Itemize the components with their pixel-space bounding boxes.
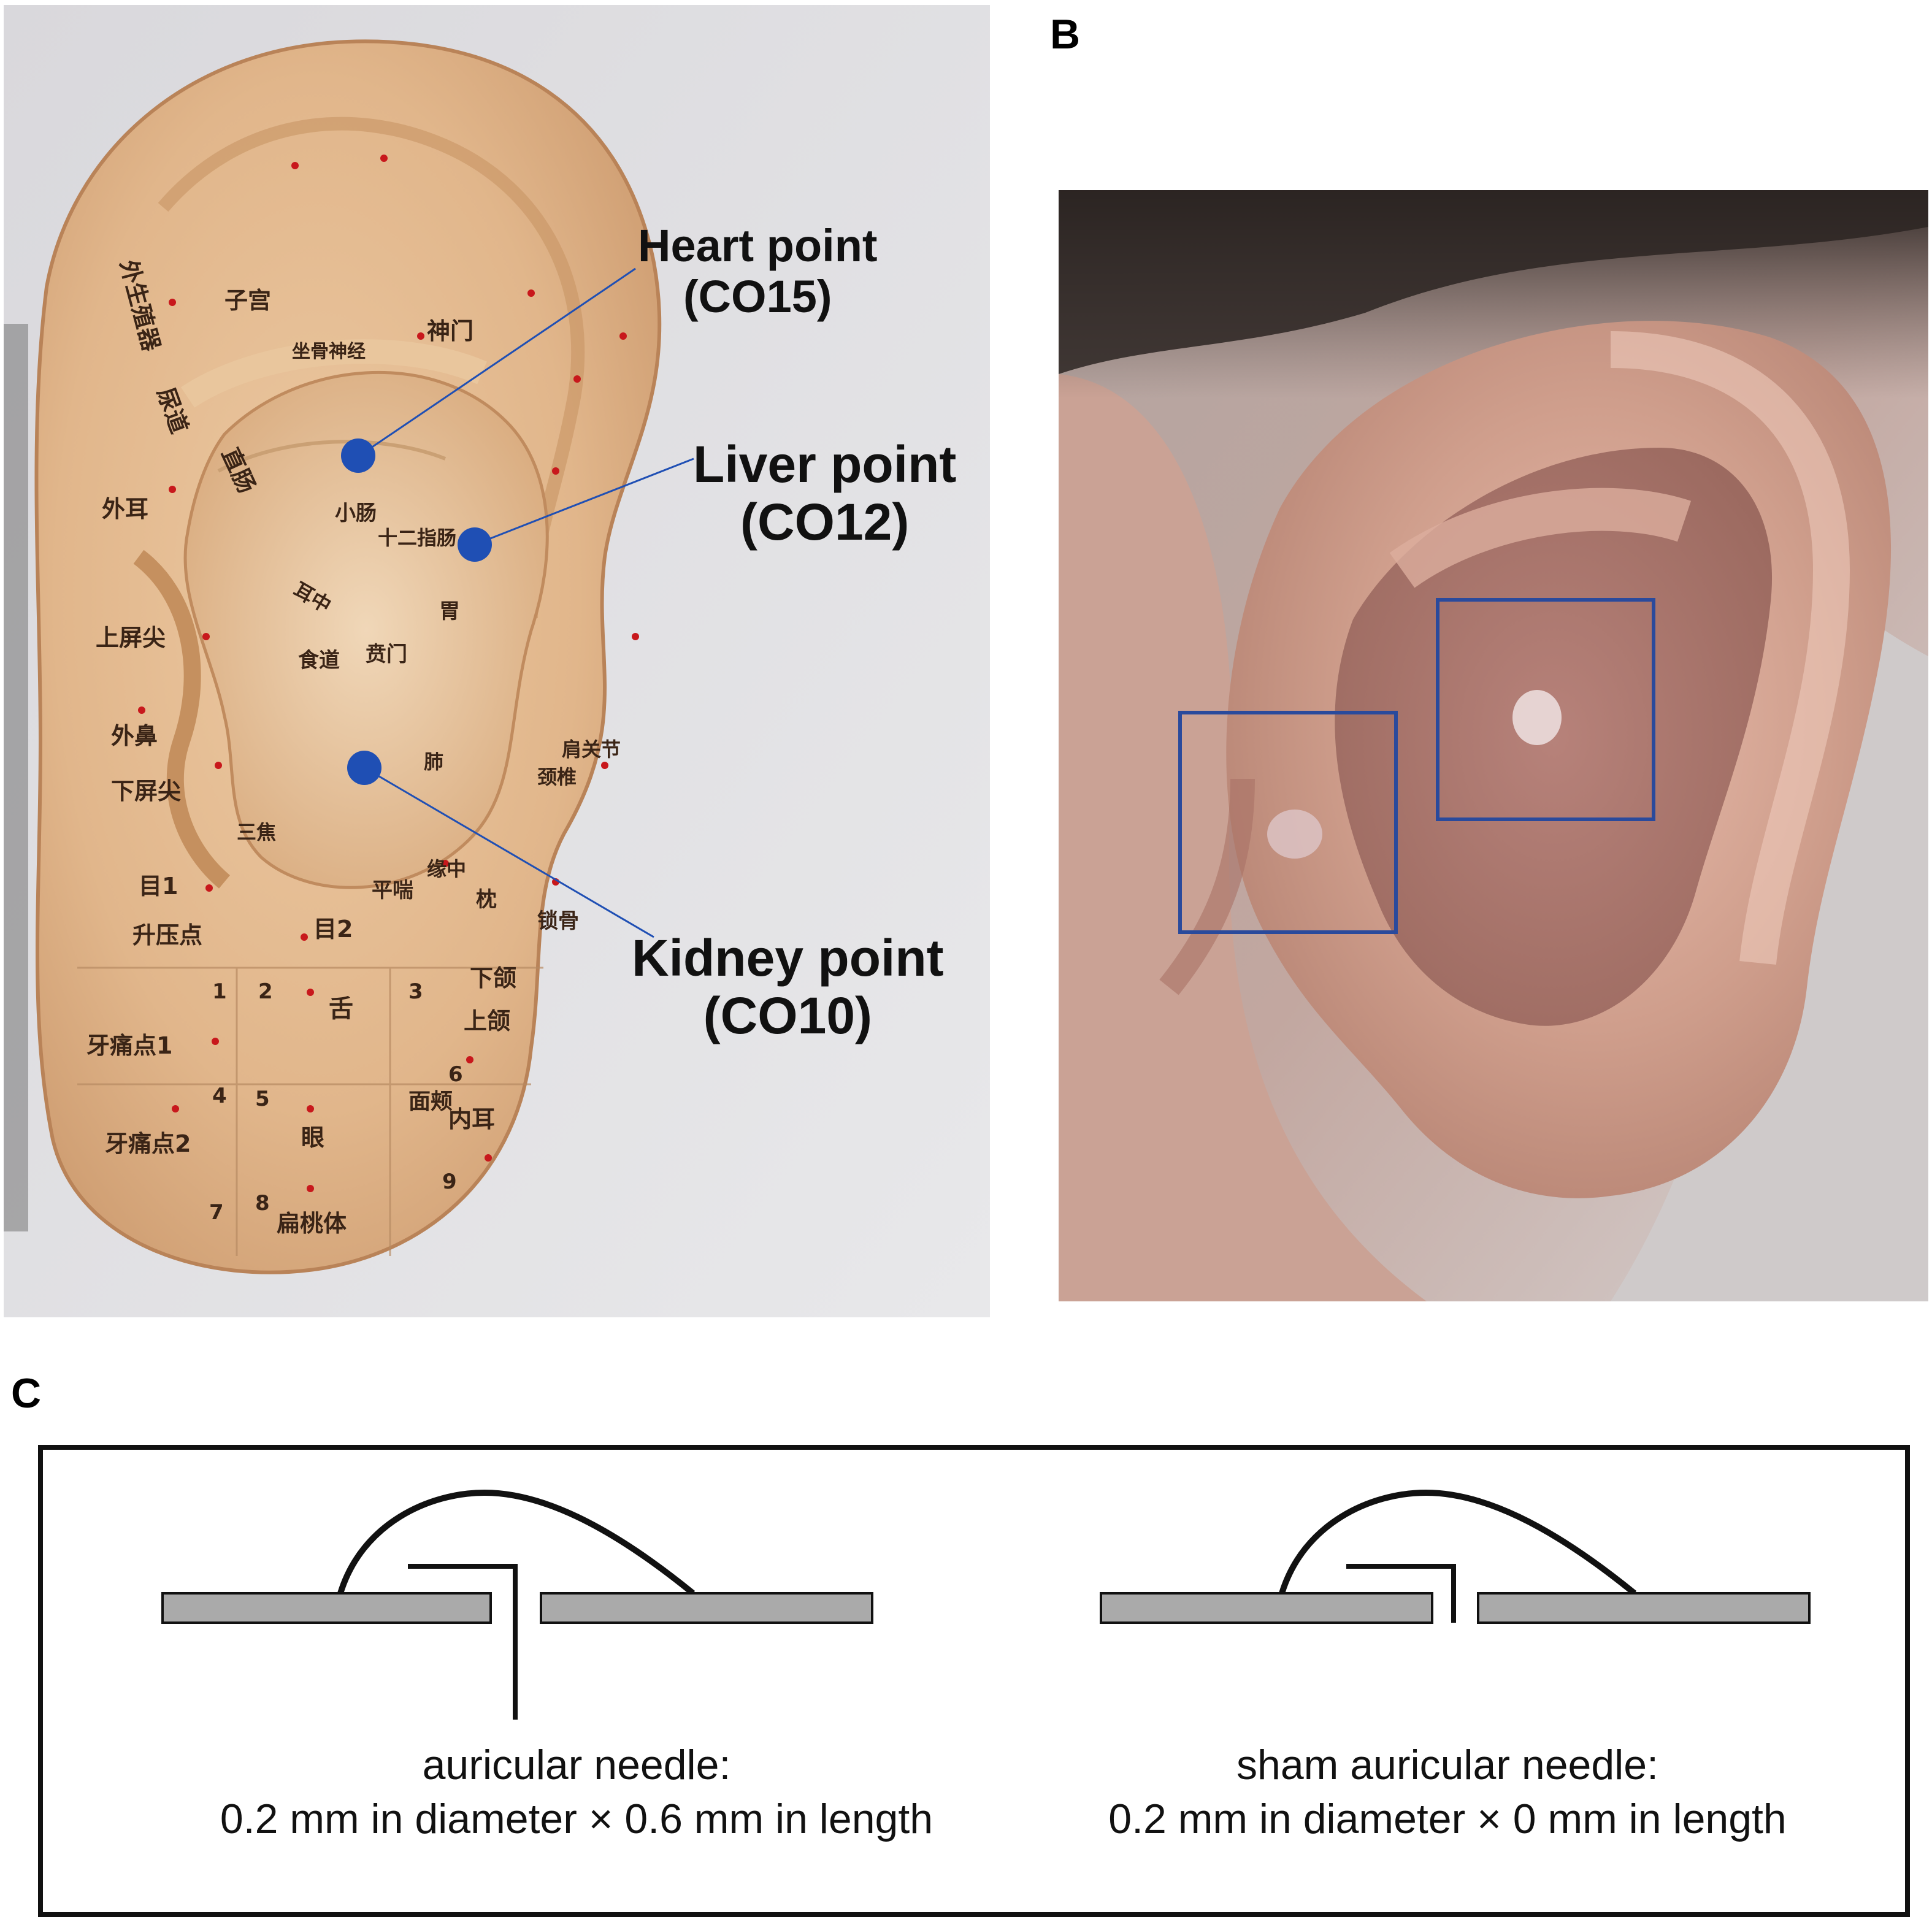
heart-leader-line <box>359 267 636 457</box>
needle-diagrams <box>161 1489 1811 1720</box>
ear-label: 3 <box>408 979 423 1004</box>
adhesive-pad-left <box>1100 1592 1433 1624</box>
auricular-needle-diagram <box>161 1489 873 1720</box>
ear-label: 锁骨 <box>537 909 579 933</box>
ear-label: 目1 <box>139 873 178 900</box>
heart-point-name: Heart point <box>638 220 878 271</box>
ear-label: 5 <box>255 1087 270 1111</box>
liver-point-marker <box>458 527 492 562</box>
ear-label: 8 <box>255 1191 270 1216</box>
kidney-point-name: Kidney point <box>632 929 944 987</box>
ear-label: 下屏尖 <box>111 778 181 805</box>
ear-label: 2 <box>258 979 273 1004</box>
panel-label-b: B <box>1050 11 1081 58</box>
ear-label: 肩关节 <box>562 738 621 761</box>
heart-point-callout: Heart point (CO15) <box>638 220 878 323</box>
liver-leader-line <box>474 458 694 546</box>
ear-label: 外耳 <box>102 496 148 523</box>
sham-needle-caption: sham auricular needle: 0.2 mm in diamete… <box>1024 1738 1871 1847</box>
ear-seed-patch <box>1267 810 1322 859</box>
ear-seed-patch <box>1512 690 1562 745</box>
ear-label: 4 <box>212 1084 227 1108</box>
heart-point-marker <box>341 438 375 473</box>
ear-label: 贲门 <box>366 642 407 667</box>
ear-label: 目2 <box>313 916 353 943</box>
dome-cover <box>337 1489 696 1596</box>
auricular-needle-title: auricular needle: <box>422 1742 731 1788</box>
ear-label: 子宫 <box>224 287 271 314</box>
ear-label: 食道 <box>298 648 340 673</box>
ear-label: 舌 <box>329 995 353 1023</box>
ear-label: 7 <box>209 1200 224 1225</box>
adhesive-pad-left <box>161 1592 492 1624</box>
ear-concha <box>183 370 549 889</box>
ear-label: 神门 <box>427 318 473 345</box>
sham-needle-spec: 0.2 mm in diameter × 0 mm in length <box>1108 1796 1787 1843</box>
ear-label: 平喘 <box>372 878 413 903</box>
highlight-box-upper <box>1436 598 1655 821</box>
ear-label: 6 <box>448 1062 463 1087</box>
needle-shaft <box>408 1564 518 1720</box>
liver-point-name: Liver point <box>693 435 957 493</box>
ear-label: 上屏尖 <box>96 624 166 651</box>
ear-label: 9 <box>442 1170 457 1194</box>
auricular-needle-spec: 0.2 mm in diameter × 0.6 mm in length <box>220 1796 933 1843</box>
ear-label: 颈椎 <box>537 765 577 789</box>
ear-label: 牙痛点2 <box>105 1130 191 1157</box>
needle-schematic-panel: auricular needle: 0.2 mm in diameter × 0… <box>38 1445 1910 1917</box>
ear-photo-panel <box>1059 190 1928 1301</box>
ear-label: 小肠 <box>335 501 377 526</box>
ear-label: 扁桃体 <box>277 1210 347 1237</box>
ear-model-figure: 外生殖器 子宫 神门 坐骨神经 尿道 外耳 直肠 小肠 十二指肠 胃 食道 贲门… <box>4 5 990 1317</box>
ear-label: 枕 <box>476 887 497 912</box>
liver-point-callout: Liver point (CO12) <box>693 435 956 551</box>
ear-model-panel: 外生殖器 子宫 神门 坐骨神经 尿道 外耳 直肠 小肠 十二指肠 胃 食道 贲门… <box>4 5 990 1317</box>
ear-label: 牙痛点1 <box>86 1032 172 1059</box>
panel-label-c: C <box>11 1370 42 1417</box>
ear-label: 内耳 <box>448 1106 495 1133</box>
ear-label: 上颌 <box>464 1008 510 1035</box>
ear-label: 十二指肠 <box>378 526 456 549</box>
liver-point-code: (CO12) <box>740 493 910 551</box>
ear-photo <box>1059 190 1928 1301</box>
ear-label: 三焦 <box>237 821 276 844</box>
sham-needle-diagram <box>1100 1489 1811 1624</box>
ear-label: 1 <box>212 979 227 1004</box>
highlight-box-lower <box>1178 711 1398 934</box>
kidney-point-callout: Kidney point (CO10) <box>632 929 944 1044</box>
ear-label: 胃 <box>439 599 460 624</box>
ear-label: 外鼻 <box>111 722 158 749</box>
sham-needle-title: sham auricular needle: <box>1236 1742 1658 1788</box>
kidney-point-marker <box>347 751 381 785</box>
ear-label: 眼 <box>301 1124 324 1151</box>
kidney-point-code: (CO10) <box>703 987 873 1045</box>
ear-label: 面颊 <box>408 1089 453 1114</box>
ear-label: 缘中 <box>427 857 466 881</box>
heart-point-code: (CO15) <box>683 270 832 322</box>
auricular-needle-caption: auricular needle: 0.2 mm in diameter × 0… <box>92 1738 1061 1847</box>
needle-shaft <box>1346 1564 1456 1623</box>
ear-label: 升压点 <box>132 922 202 949</box>
ear-label: 下颌 <box>470 965 516 992</box>
adhesive-pad-right <box>540 1592 873 1624</box>
adhesive-pad-right <box>1477 1592 1811 1624</box>
dome-cover <box>1279 1489 1637 1596</box>
ear-label: 坐骨神经 <box>292 341 366 362</box>
ear-label: 肺 <box>424 750 443 773</box>
kidney-leader-line <box>365 767 654 938</box>
